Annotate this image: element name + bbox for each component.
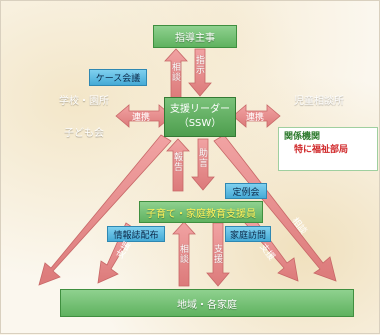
label-shiji: 指示 (195, 56, 205, 76)
label-renkei-right: 連携 (246, 113, 265, 123)
arrow-soudan-bottom (172, 221, 196, 287)
kosodate-label: 子育て・家庭教育支援員 (146, 208, 256, 220)
arrow-shien-right (206, 222, 230, 287)
leader-label: 支援リーダー (170, 104, 230, 115)
kankei-kikan-label: 関係機関 (284, 132, 321, 142)
katei-houmon-box: 家庭訪問 (225, 226, 271, 242)
shidou-shuji-box: 指導主事 (153, 25, 237, 48)
arrow-houkoku-up (166, 138, 190, 192)
label-jogen: 助言 (198, 149, 208, 169)
jouhou-haifu-box: 情報誌配布 (107, 226, 165, 242)
kankei-kikan-box: 関係機関 特に福祉部局 (278, 127, 378, 171)
teirei-kai-box: 定例会 (225, 183, 267, 199)
label-renkei-left: 連携 (132, 113, 151, 123)
leader-box: 支援リーダー （SSW） (164, 97, 236, 137)
label-soudan-bottom: 相談 (179, 245, 189, 265)
gakkou-enjo-text: 学校・園所 (49, 90, 119, 108)
arrow-soudan-up (164, 48, 188, 99)
kosodate-box: 子育て・家庭教育支援員 (139, 201, 263, 223)
arrow-diag-right-long (213, 134, 337, 282)
arrow-diag-left-long (38, 134, 172, 286)
case-kaigi-label: ケース会議 (95, 74, 141, 84)
leader-sub-label: （SSW） (178, 118, 222, 129)
jidou-soudan-text: 児童相談所 (282, 90, 356, 108)
fukushi-bukyoku-label: 特に福祉部局 (294, 145, 349, 155)
jidou-soudan-label: 児童相談所 (294, 95, 344, 107)
case-kaigi-box: ケース会議 (89, 69, 147, 86)
label-shien-right: 支援 (213, 245, 223, 265)
arrow-jogen-down (191, 138, 215, 191)
label-houkoku: 報告 (173, 153, 183, 173)
gakkou-enjo-label: 学校・園所 (59, 95, 109, 107)
teirei-kai-label: 定例会 (232, 187, 260, 198)
arrow-renkei-right (232, 104, 281, 128)
chiiki-box: 地域・各家庭 (60, 289, 354, 317)
katei-houmon-label: 家庭訪問 (229, 230, 266, 241)
shidou-shuji-label: 指導主事 (175, 33, 215, 44)
arrow-shiji-down (188, 48, 212, 97)
jouhou-haifu-label: 情報誌配布 (113, 230, 159, 241)
chiiki-label: 地域・各家庭 (177, 299, 237, 311)
kodomo-kai-text: 子ども会 (56, 122, 112, 140)
label-soudan-top: 相談 (171, 63, 181, 83)
kodomo-kai-label: 子ども会 (64, 127, 104, 139)
